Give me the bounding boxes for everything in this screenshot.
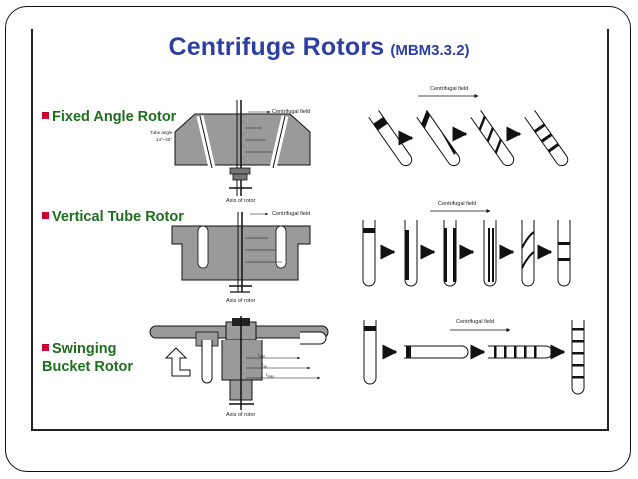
swinging-bucket-rotor-diagram: rmin rav rmax Axis of rotor <box>149 316 329 418</box>
bucket-hanging <box>201 340 213 384</box>
panel-border-right <box>607 29 609 431</box>
fixed-rotor-tube-angle-text: Tube angle <box>150 130 173 135</box>
title-reference: (MBM3.3.2) <box>390 42 470 59</box>
fixed-rotor-tube-angle-range-text: 14°–40° <box>156 137 172 142</box>
label-vertical-tube-rotor: Vertical Tube Rotor <box>42 208 184 226</box>
label-text-line1: Swinging <box>52 341 117 357</box>
vertical-rotor-axis-text: Axis of rotor <box>226 298 256 304</box>
bucket-tubes-centrifugal-field-text: Centrifugal field <box>456 319 494 325</box>
fixed-angle-rotor-diagram: Centrifugal field Tube angle 14°–40° Axi… <box>150 100 311 204</box>
vertical-rotor-centrifugal-field-text: Centrifugal field <box>272 211 310 217</box>
vertical-tube-rotor-diagram: Centrifugal field Axis of rotor <box>171 211 311 304</box>
swing-arrow-icon <box>164 347 191 377</box>
red-square-bullet-icon <box>42 212 49 219</box>
panel-border-left <box>31 29 33 431</box>
title-main: Centrifuge Rotors <box>168 33 385 61</box>
fixed-tubes-centrifugal-field-text: Centrifugal field <box>430 86 468 92</box>
fixed-rotor-centrifugal-field-text: Centrifugal field <box>272 109 310 115</box>
radius-av-label: rav <box>262 362 267 369</box>
red-square-bullet-icon <box>42 112 49 119</box>
fixed-angle-tubes-sequence: Centrifugal field <box>368 86 569 167</box>
slide-title: Centrifuge Rotors (MBM3.3.2) <box>0 33 638 62</box>
slide-content-panel <box>33 29 609 431</box>
label-text: Vertical Tube Rotor <box>52 209 184 225</box>
vertical-tubes-sequence: Centrifugal field <box>362 201 571 287</box>
radius-min-label: rmin <box>258 352 265 359</box>
red-square-bullet-icon <box>42 344 49 351</box>
radius-max-label: rmax <box>266 372 274 379</box>
label-swinging-bucket-rotor: Swinging Bucket Rotor <box>42 340 133 376</box>
vertical-tubes-centrifugal-field-text: Centrifugal field <box>438 201 476 207</box>
vertical-rotor-body <box>171 225 311 281</box>
bucket-rotor-axis-text: Axis of rotor <box>226 412 256 418</box>
fixed-rotor-axis-text: Axis of rotor <box>226 198 256 204</box>
label-text-line2: Bucket Rotor <box>42 359 134 375</box>
panel-border-bottom <box>31 429 609 431</box>
label-text: Fixed Angle Rotor <box>52 109 177 125</box>
swinging-bucket-tubes-sequence: Centrifugal field <box>363 319 585 395</box>
fixed-rotor-body <box>174 113 311 166</box>
label-fixed-angle-rotor: Fixed Angle Rotor <box>42 108 176 126</box>
